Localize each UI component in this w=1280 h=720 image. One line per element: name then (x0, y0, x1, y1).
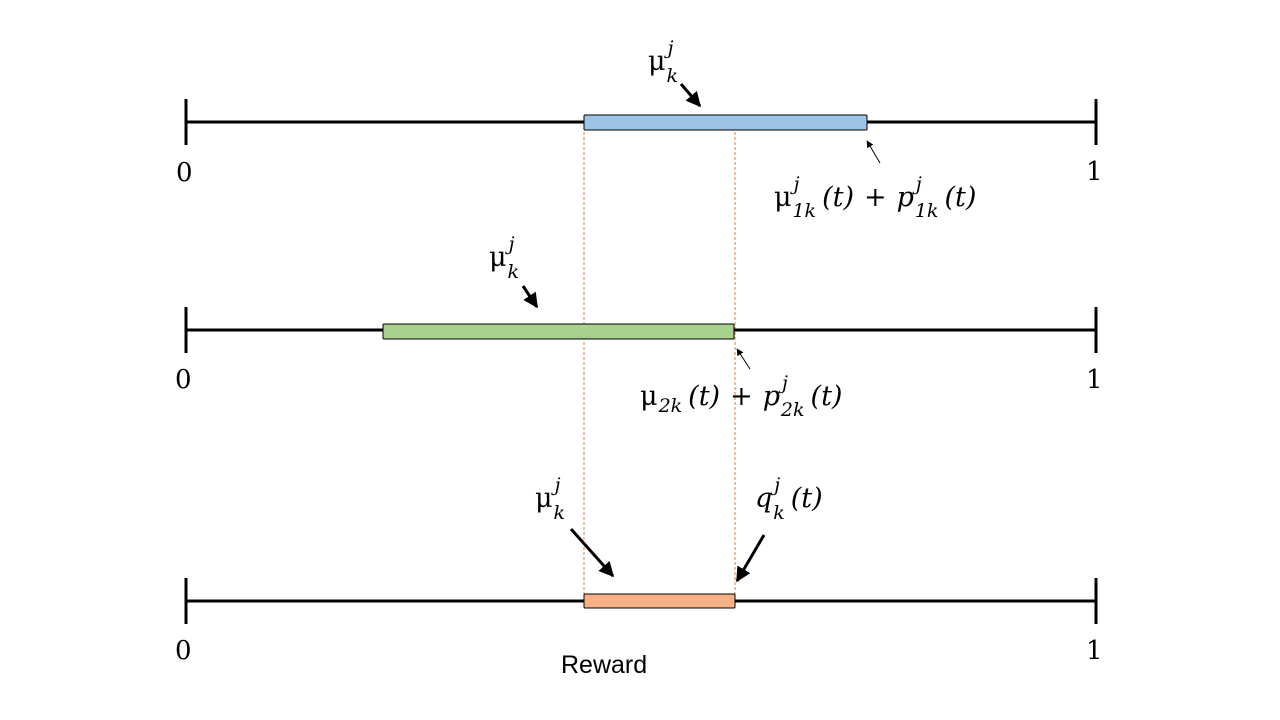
arrow-mu (679, 83, 702, 108)
arrow-bound (866, 140, 881, 164)
interval-bar-reward (583, 593, 736, 609)
interval-bar-top (583, 114, 868, 131)
tick-label-1: 1 (1086, 157, 1103, 187)
tick-label-1: 1 (1086, 636, 1103, 666)
tick-label-0: 0 (175, 636, 192, 666)
arrow-mu (521, 285, 539, 309)
tick-label-0: 0 (176, 158, 193, 188)
interval-bar-middle (382, 323, 735, 340)
arrow-mu (569, 528, 615, 578)
reward-caption: Reward (561, 651, 647, 679)
arrow-bound (736, 348, 751, 370)
tick-label-1: 1 (1086, 365, 1103, 395)
arrow-q (735, 534, 766, 583)
tick-label-0: 0 (175, 365, 192, 395)
